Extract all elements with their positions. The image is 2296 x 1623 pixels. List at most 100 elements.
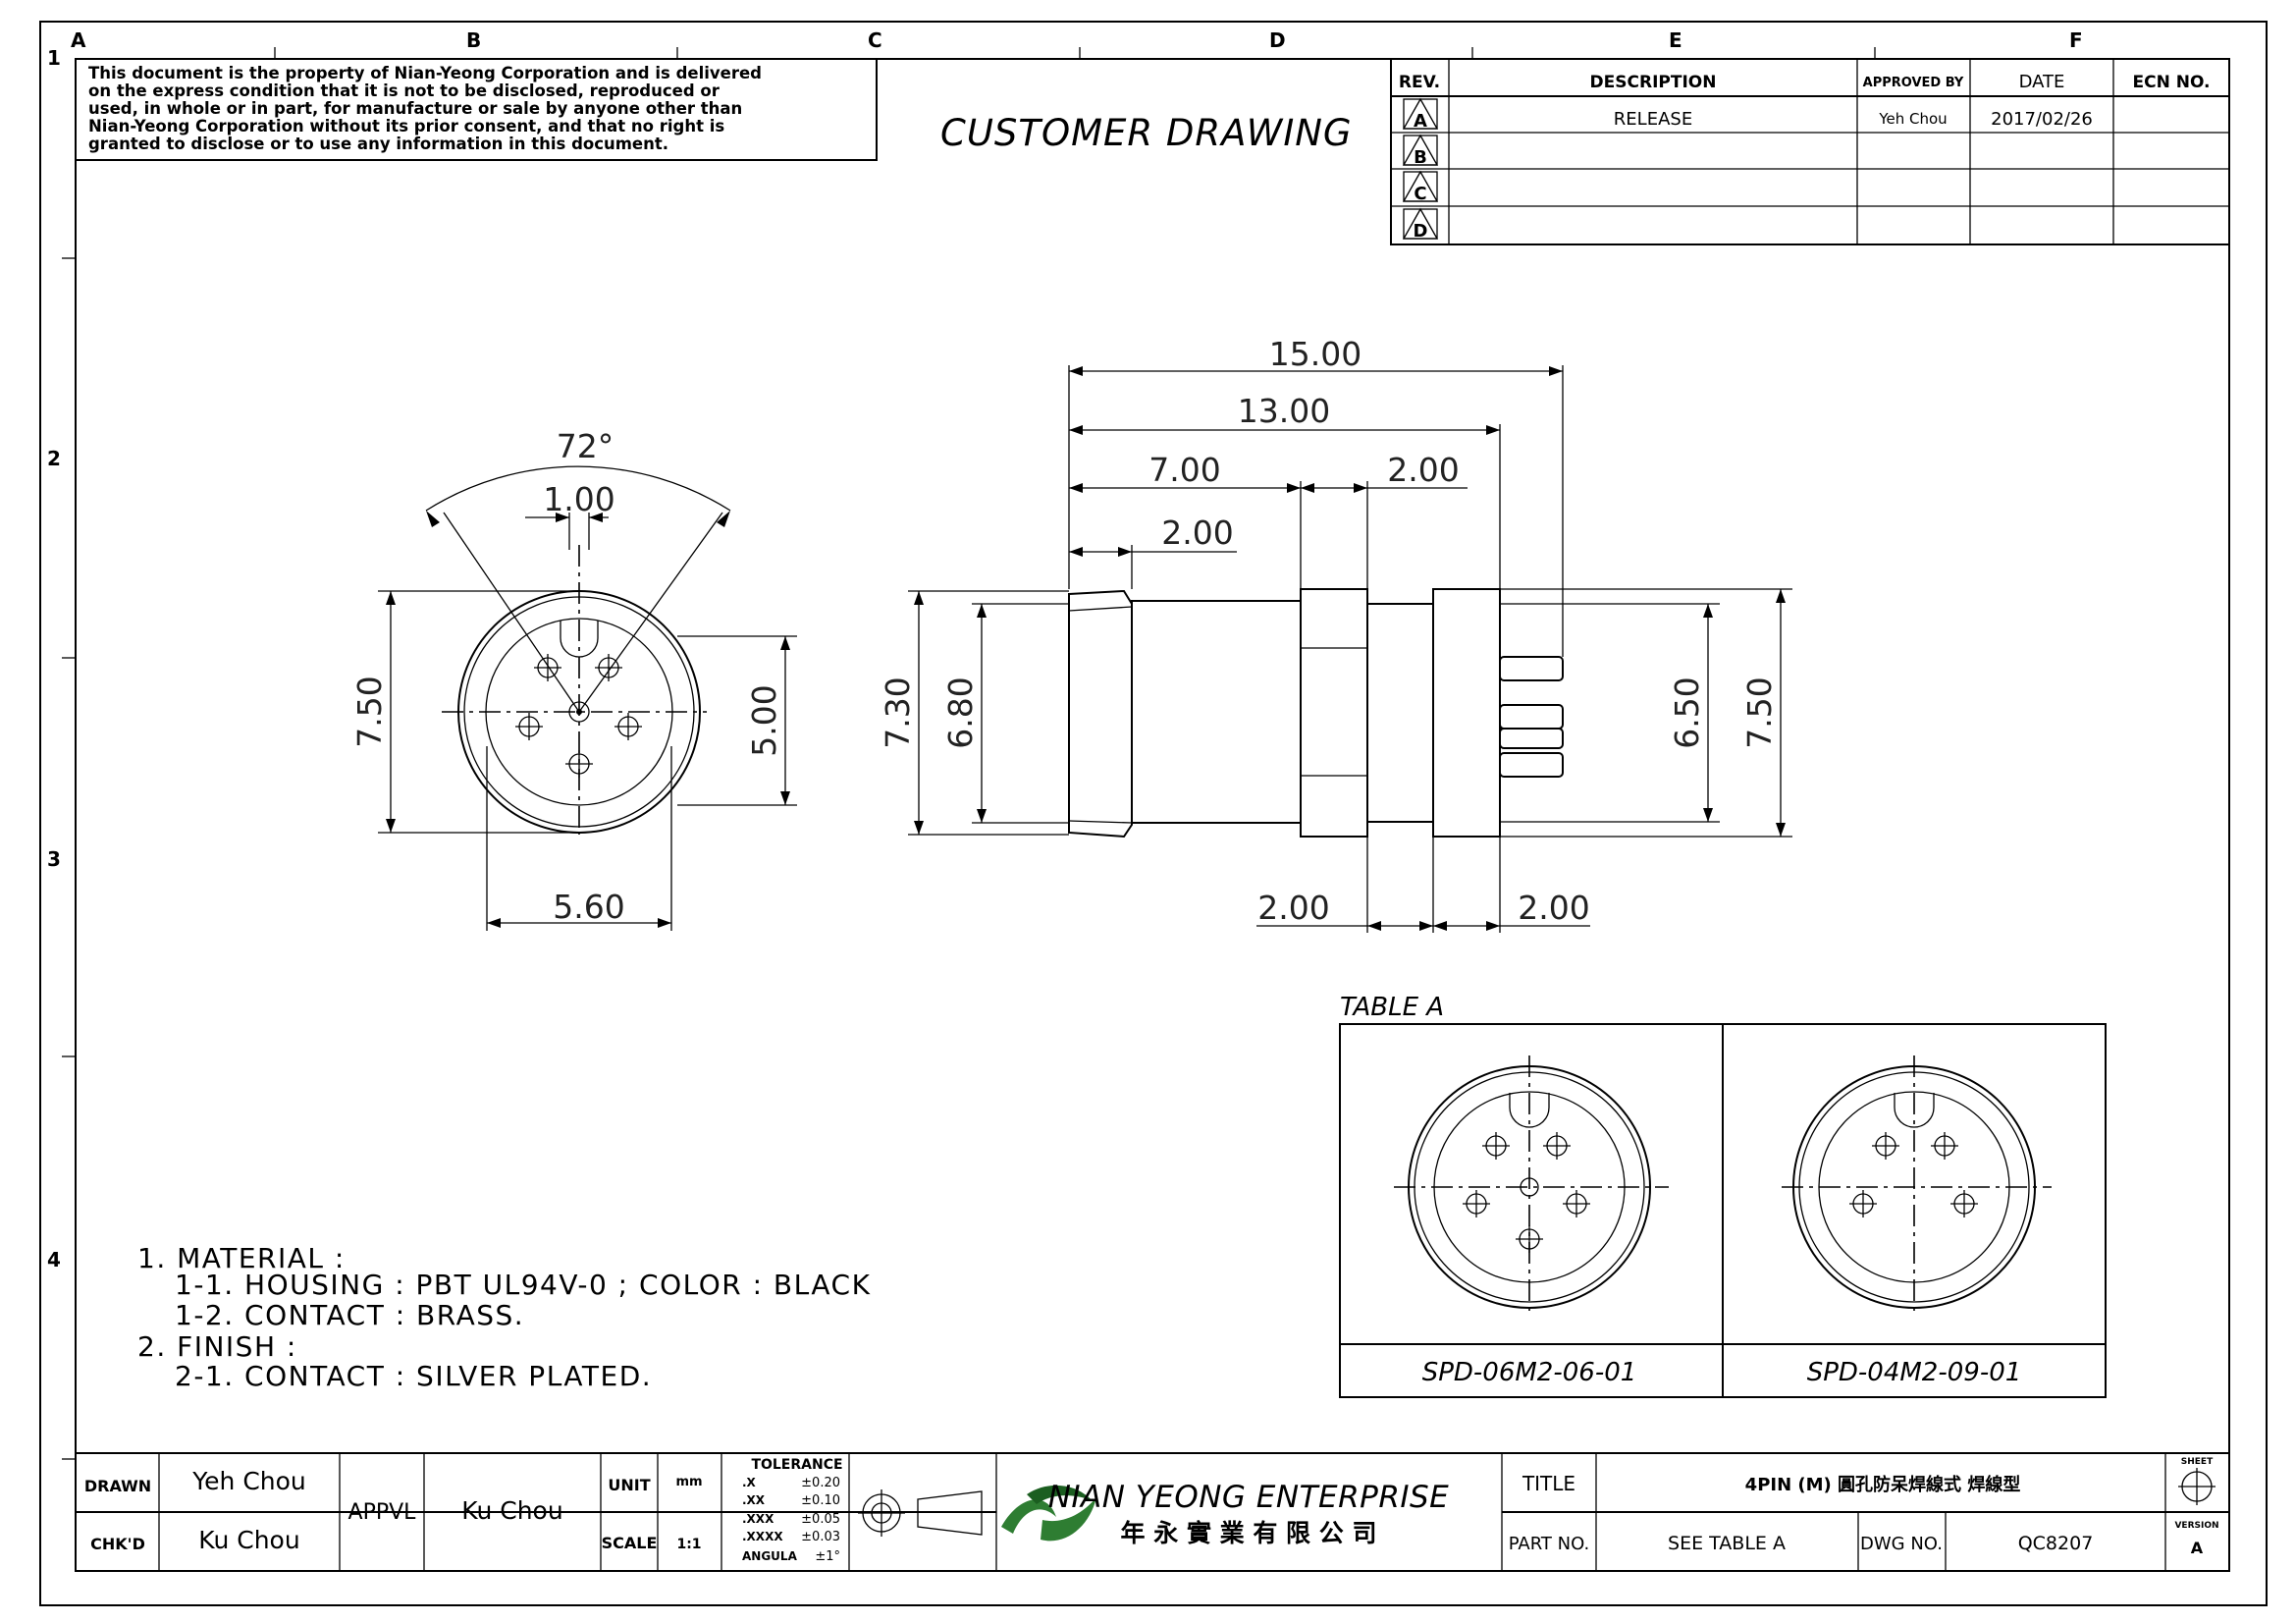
zone-col-d: D [1269, 28, 1286, 52]
title-value: 4PIN (M) 圓孔防呆焊線式 焊線型 [1745, 1474, 2021, 1495]
outer-frame [39, 21, 2268, 1606]
unit-label: UNIT [608, 1476, 650, 1494]
drawn-value: Yeh Chou [191, 1467, 306, 1495]
note-line: 2. FINISH : [137, 1330, 297, 1363]
zone-col-e: E [1669, 28, 1682, 52]
side-rear-inner-height: 6.50 [1668, 676, 1706, 748]
table-a-center-pin [1520, 1177, 1539, 1197]
front-pin [565, 750, 593, 778]
rev-header-approved: APPROVED BY [1863, 76, 1964, 90]
notice-line: This document is the property of Nian-Ye… [88, 64, 762, 82]
zone-col-a: A [71, 28, 86, 52]
company-name-zh: 年 永 實 業 有 限 公 司 [1121, 1519, 1377, 1547]
notes: 1. MATERIAL : 1-1. HOUSING : PBT UL94V-0… [137, 1242, 871, 1392]
tolerance-title: TOLERANCE [751, 1457, 842, 1473]
rev-letter: B [1414, 147, 1427, 168]
tolerance-val: ±0.03 [801, 1530, 840, 1544]
sheet-symbol [2178, 1468, 2216, 1505]
tolerance-val: ±0.20 [801, 1476, 840, 1490]
tolerance-key: ANGULA [742, 1549, 798, 1563]
rev-symbol-d: D [1402, 207, 1439, 242]
side-front-height: 7.30 [879, 676, 917, 748]
projection-symbol [858, 1489, 983, 1537]
front-pin [534, 654, 561, 681]
front-view: 72° 1.00 [350, 427, 797, 931]
rev-header-ecn: ECN NO. [2133, 73, 2211, 92]
tolerance-key: .XXXX [742, 1530, 783, 1543]
notice-line: on the express condition that it is not … [88, 81, 721, 100]
dwg-no-label: DWG NO. [1860, 1534, 1943, 1554]
table-a-pin [1516, 1225, 1543, 1253]
notice-line: Nian-Yeong Corporation without its prior… [88, 117, 724, 135]
table-a-pin [1463, 1190, 1490, 1217]
table-a-part-right: SPD-04M2-09-01 [1807, 1358, 2022, 1387]
side-front-inner-height: 6.80 [941, 676, 980, 748]
front-center-pin [568, 701, 590, 723]
side-body-length: 13.00 [1238, 392, 1330, 430]
side-section-1: 7.00 [1148, 451, 1220, 489]
scale-label: SCALE [602, 1534, 658, 1552]
rev-letter: C [1414, 184, 1426, 204]
table-a-title: TABLE A [1340, 993, 1444, 1022]
front-pin [515, 713, 543, 740]
zone-col-f: F [2069, 28, 2083, 52]
table-a-pin [1872, 1132, 1899, 1160]
unit-value: mm [675, 1475, 702, 1489]
table-a-pin [1543, 1132, 1571, 1160]
tolerance-val: ±0.10 [801, 1493, 840, 1508]
approved-label: APPVL [348, 1500, 417, 1525]
front-width: 5.60 [553, 888, 624, 926]
note-line: 1. MATERIAL : [137, 1242, 346, 1274]
rev-header-date: DATE [2019, 72, 2065, 92]
sheet-label: SHEET [2181, 1457, 2214, 1467]
rev-header-rev: REV. [1399, 73, 1440, 92]
approved-value: Ku Chou [461, 1496, 562, 1525]
part-no-value: SEE TABLE A [1668, 1533, 1786, 1554]
table-a-pin [1563, 1190, 1590, 1217]
rev-header-description: DESCRIPTION [1590, 73, 1717, 92]
side-rear-height: 7.50 [1740, 676, 1779, 748]
side-front-ring: 2.00 [1161, 514, 1233, 552]
front-pin-spacing: 1.00 [543, 480, 614, 518]
notice-text: This document is the property of Nian-Ye… [88, 64, 762, 153]
rev-a-approved-by: Yeh Chou [1878, 110, 1947, 128]
drawing-title: CUSTOMER DRAWING [940, 112, 1353, 154]
note-line: 1-1. HOUSING : PBT UL94V-0 ; COLOR : BLA… [175, 1269, 871, 1301]
table-a-part-left: SPD-06M2-06-01 [1422, 1358, 1637, 1387]
tolerance-val: ±0.05 [801, 1512, 840, 1527]
title-label: TITLE [1522, 1472, 1575, 1495]
rev-a-description: RELEASE [1614, 109, 1692, 130]
scale-value: 1:1 [676, 1537, 701, 1552]
checked-value: Ku Chou [198, 1526, 299, 1554]
table-a-pin [1931, 1132, 1958, 1160]
part-no-label: PART NO. [1509, 1534, 1590, 1554]
zone-column-markers: A B C D E F [71, 28, 2083, 59]
tolerance-val: ±1° [815, 1549, 840, 1564]
front-pin [614, 713, 642, 740]
table-a-pin [1482, 1132, 1510, 1160]
rev-symbol-a: A [1402, 97, 1439, 132]
front-inner-diameter: 5.00 [745, 684, 783, 756]
zone-row-3: 3 [47, 847, 61, 871]
revision-table: REV. DESCRIPTION APPROVED BY DATE ECN NO… [1390, 58, 2230, 245]
note-line: 2-1. CONTACT : SILVER PLATED. [175, 1360, 652, 1392]
table-a-connector-6pin [1394, 1055, 1669, 1316]
zone-row-markers: 1 2 3 4 [47, 46, 76, 1460]
table-a-pin [1950, 1190, 1978, 1217]
drawn-label: DRAWN [84, 1477, 151, 1495]
checked-label: CHK'D [90, 1535, 145, 1553]
table-a: TABLE A [1339, 993, 2107, 1398]
rev-a-date: 2017/02/26 [1991, 109, 2093, 130]
table-a-connector-4pin [1782, 1055, 2052, 1316]
company-logo [1001, 1485, 1096, 1542]
tolerance-key: .XXX [742, 1512, 774, 1526]
notice-line: granted to disclose or to use any inform… [88, 135, 668, 153]
rev-symbol-b: B [1402, 134, 1439, 168]
zone-row-1: 1 [47, 46, 61, 70]
rev-letter: D [1414, 221, 1428, 242]
table-a-pin [1849, 1190, 1877, 1217]
side-section-2: 2.00 [1387, 451, 1459, 489]
zone-row-4: 4 [47, 1248, 61, 1271]
rev-letter: A [1414, 111, 1427, 132]
company-name-en: NIAN YEONG ENTERPRISE [1048, 1480, 1450, 1515]
